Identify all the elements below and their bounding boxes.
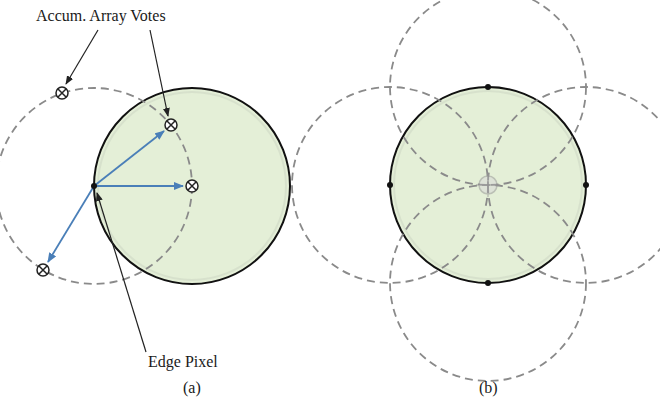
- vote-arrow: [48, 186, 94, 262]
- edge-pixel: [485, 84, 491, 90]
- edge-pixel: [485, 280, 491, 286]
- object-circle: [94, 88, 290, 284]
- edge-pixel: [91, 183, 97, 189]
- edge-pixel: [583, 182, 589, 188]
- object-circle: [390, 87, 586, 283]
- panel-b: [292, 0, 660, 381]
- leader-line: [66, 30, 98, 84]
- callout-label: Accum. Array Votes: [36, 6, 166, 25]
- vote-circle: [390, 0, 586, 185]
- vote-circle: [292, 87, 488, 283]
- vote-mark: [165, 119, 177, 131]
- vote-arrow: [94, 131, 164, 186]
- vote-mark: [37, 264, 49, 276]
- vote-circle: [390, 185, 586, 381]
- vote-arrow: [94, 185, 183, 187]
- vote-mark: [56, 87, 68, 99]
- panel-label: (a): [183, 378, 201, 397]
- callout-label: Edge Pixel: [148, 352, 218, 371]
- leader-line: [150, 30, 168, 116]
- leader-line: [97, 193, 146, 352]
- vote-mark: [186, 180, 198, 192]
- edge-pixel: [387, 182, 393, 188]
- vote-circle: [488, 87, 660, 283]
- panel-label: (b): [479, 378, 498, 397]
- center-mark: [476, 173, 500, 197]
- vote-circle: [0, 88, 192, 284]
- panel-a: [0, 30, 290, 352]
